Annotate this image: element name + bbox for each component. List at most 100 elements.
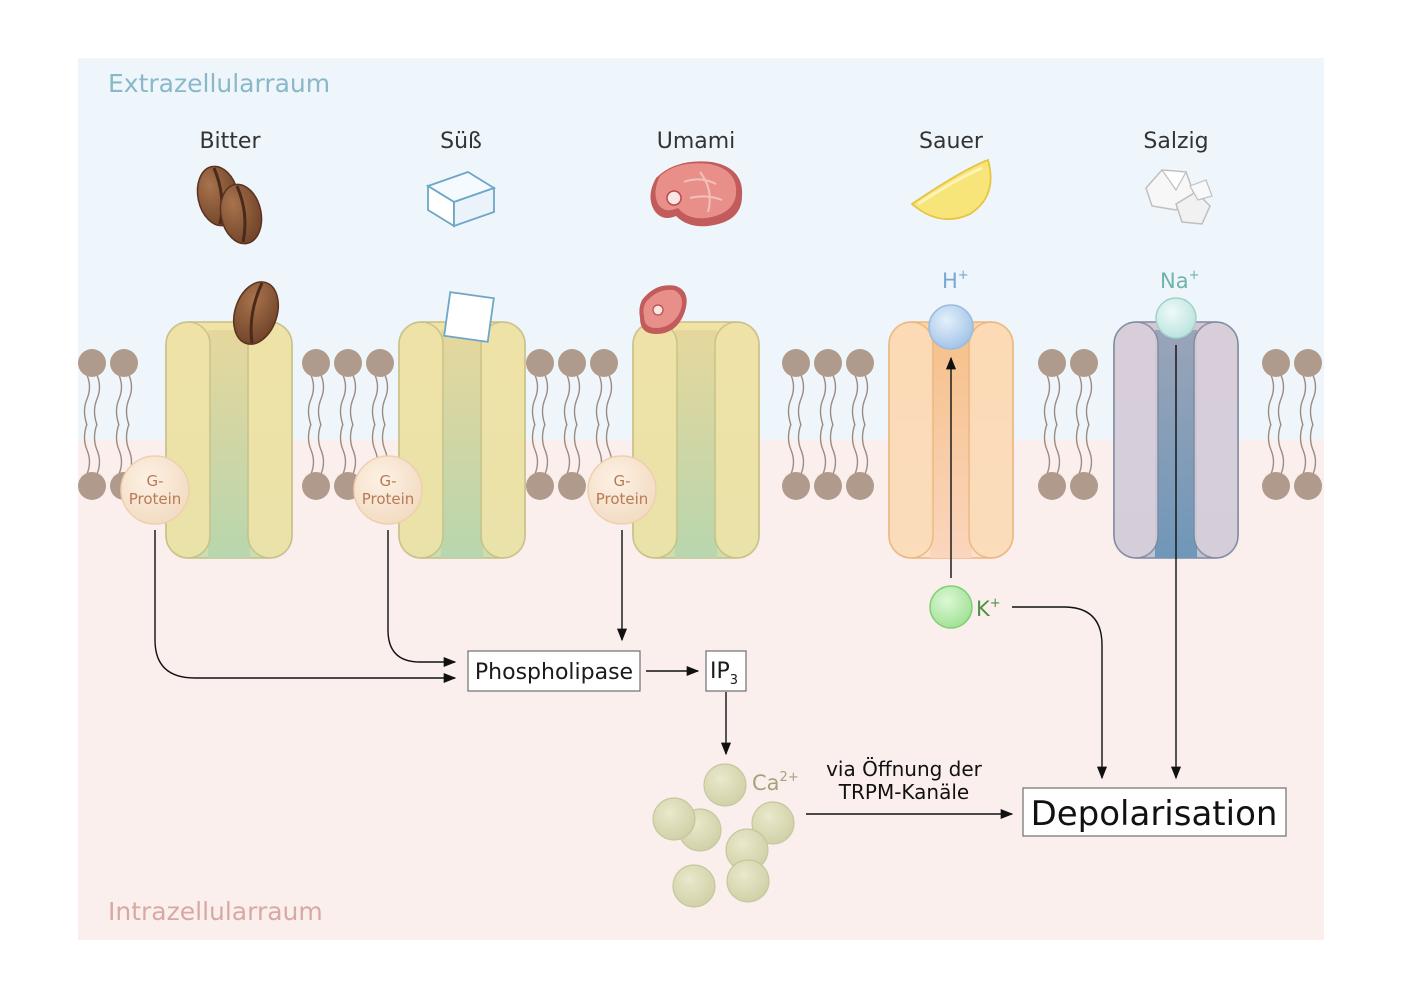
meat-ligand-icon: [639, 285, 687, 334]
lipid-tail: [531, 374, 539, 426]
lipid-tail: [1299, 374, 1307, 426]
lipid-tail: [819, 374, 827, 426]
lipid-tail: [1309, 423, 1317, 475]
lipid-tail: [307, 374, 315, 426]
lipid-tail: [861, 374, 869, 426]
svg-text:Protein: Protein: [129, 490, 182, 508]
lipid-tail: [563, 374, 571, 426]
lipid-head: [590, 349, 618, 377]
lipid-head: [1070, 472, 1098, 500]
lipid-head: [782, 472, 810, 500]
salt-crystal-icon: [1145, 169, 1213, 225]
lipid-head: [846, 349, 874, 377]
lipid-tail: [861, 423, 869, 475]
lipid-tail: [125, 374, 133, 426]
lipid-head: [1262, 349, 1290, 377]
taste-label-bitter: Bitter: [199, 129, 261, 154]
lipid-head: [1070, 349, 1098, 377]
lipid-tail: [851, 374, 859, 426]
taste-label-umami: Umami: [657, 129, 736, 154]
svg-text:G-: G-: [613, 472, 630, 490]
svg-text:IP3: IP3: [710, 659, 738, 688]
lipid-head: [366, 349, 394, 377]
arrow-bitter-to-phospholipase: [154, 530, 457, 684]
taste-label-sour: Sauer: [919, 129, 984, 154]
lipid-tail: [787, 423, 795, 475]
sugar-cube-icon: [425, 171, 497, 228]
lipid-tail: [1043, 374, 1051, 426]
lipid-tail: [349, 423, 357, 475]
lipid-tail: [829, 423, 837, 475]
lipid-tail: [381, 374, 389, 426]
lipid-head: [558, 472, 586, 500]
lipid-tail: [563, 423, 571, 475]
h-ion-label: H+: [942, 268, 969, 293]
na-ion-label: Na+: [1160, 268, 1199, 293]
calcium-ion-cluster: [652, 763, 795, 908]
lipid-head: [334, 349, 362, 377]
lipid-tail: [1267, 374, 1275, 426]
lipid-tail: [787, 374, 795, 426]
lipid-tail: [1053, 423, 1061, 475]
h-ion: [928, 304, 974, 350]
lipid-tail: [1277, 374, 1285, 426]
sweet-receptor: [398, 321, 526, 559]
lipid-tail: [1277, 423, 1285, 475]
bitter-receptor: [165, 321, 293, 559]
lipid-tail: [1299, 423, 1307, 475]
lipid-tail: [797, 423, 805, 475]
lipid-tail: [349, 374, 357, 426]
lipid-tail: [573, 374, 581, 426]
svg-text:Protein: Protein: [596, 490, 649, 508]
trpm-annotation-line1: via Öffnung der: [826, 757, 983, 781]
trpm-annotation-line2: TRPM-Kanäle: [838, 780, 969, 804]
lipid-tail: [317, 423, 325, 475]
lipid-head: [78, 472, 106, 500]
k-ion: [929, 585, 973, 629]
lipid-head: [1294, 349, 1322, 377]
lipid-tail: [115, 374, 123, 426]
lipid-tail: [115, 423, 123, 475]
arrow-k-to-depolarisation: [1012, 606, 1108, 780]
lipid-head: [558, 349, 586, 377]
k-ion-label: K+: [976, 596, 1001, 621]
g-protein-bitter: G- Protein: [120, 455, 190, 525]
g-protein-umami: G- Protein: [587, 455, 657, 525]
lipid-tail: [1309, 374, 1317, 426]
lipid-tail: [829, 374, 837, 426]
na-ion: [1155, 297, 1197, 339]
lipid-tail: [93, 374, 101, 426]
lipid-tail: [595, 374, 603, 426]
lipid-tail: [797, 374, 805, 426]
calcium-ion-label: Ca2+: [752, 770, 799, 795]
lipid-tail: [851, 423, 859, 475]
svg-text:G-: G-: [379, 472, 396, 490]
lipid-head: [302, 472, 330, 500]
arrow-sweet-to-phospholipase: [387, 530, 457, 668]
lipid-tail: [93, 423, 101, 475]
g-protein-sweet: G- Protein: [353, 455, 423, 525]
meat-icon: [650, 161, 743, 227]
lipid-head: [814, 349, 842, 377]
sugar-cube-ligand-icon: [443, 291, 495, 343]
lipid-tail: [541, 423, 549, 475]
lipid-tail: [573, 423, 581, 475]
lipid-tail: [339, 423, 347, 475]
intracellular-label: Intrazellularraum: [108, 897, 323, 926]
svg-text:Depolarisation: Depolarisation: [1031, 794, 1278, 834]
lipid-tail: [531, 423, 539, 475]
extracellular-label: Extrazellularraum: [108, 69, 330, 98]
lemon-icon: [910, 158, 992, 221]
lipid-tail: [83, 423, 91, 475]
lipid-tail: [1085, 423, 1093, 475]
lipid-tail: [1075, 423, 1083, 475]
lipid-head: [846, 472, 874, 500]
lipid-tail: [83, 374, 91, 426]
coffee-bean-ligand-icon: [232, 281, 280, 345]
lipid-tail: [605, 374, 613, 426]
umami-receptor: [632, 321, 760, 559]
lipid-tail: [1085, 374, 1093, 426]
lipid-head: [302, 349, 330, 377]
